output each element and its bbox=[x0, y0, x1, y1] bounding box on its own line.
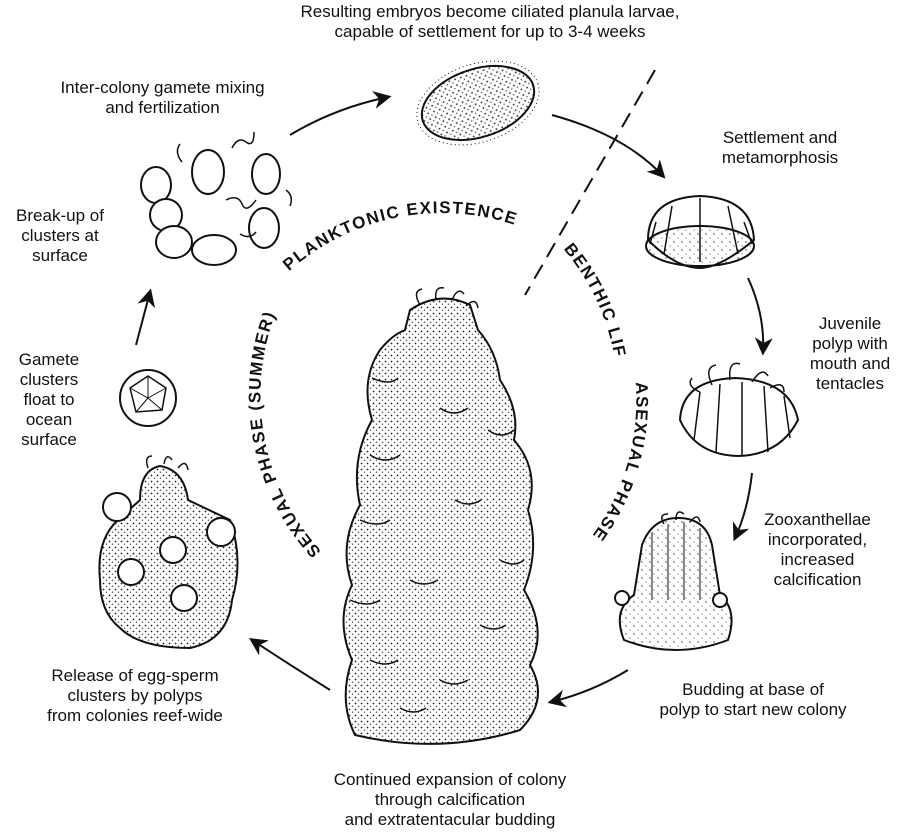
label-line: ocean bbox=[4, 410, 94, 430]
label-line: clusters bbox=[4, 370, 94, 390]
label-line: increased bbox=[735, 550, 900, 570]
ring-planktonic-existence: PLANKTONIC EXISTENCE bbox=[279, 198, 520, 274]
label-line: tentacles bbox=[795, 374, 904, 394]
label-line: Release of egg-sperm bbox=[5, 666, 265, 686]
gamete-cluster-illustration bbox=[120, 370, 176, 426]
label-line: polyp to start new colony bbox=[622, 700, 884, 720]
label-line: metamorphosis bbox=[680, 148, 880, 168]
label-line: Gamete bbox=[4, 350, 94, 370]
label-gamete-float: Gamete clusters float to ocean surface bbox=[4, 350, 94, 450]
label-line: Zooxanthellae bbox=[735, 510, 900, 530]
spawning-colony-illustration bbox=[99, 456, 237, 648]
settlement-disc-illustration bbox=[646, 196, 754, 268]
gamete-mixing-illustration bbox=[141, 132, 291, 265]
label-breakup: Break-up of clusters at surface bbox=[0, 206, 120, 266]
label-line: clusters at bbox=[0, 226, 120, 246]
label-line: capable of settlement for up to 3-4 week… bbox=[250, 22, 730, 42]
label-line: Inter-colony gamete mixing bbox=[20, 78, 305, 98]
planula-larva-illustration bbox=[406, 46, 550, 159]
arrow-budding-to-colony bbox=[551, 670, 628, 702]
ring-sexual-phase: SEXUAL PHASE (SUMMER) bbox=[245, 308, 324, 561]
label-juvenile-polyp: Juvenile polyp with mouth and tentacles bbox=[795, 314, 904, 394]
ring-benthic-life: BENTHIC LIFE bbox=[0, 0, 630, 359]
arrow-settlement-to-juvenile bbox=[748, 278, 763, 352]
label-line: Settlement and bbox=[680, 128, 880, 148]
ring-asexual-phase: ASEXUAL PHASE bbox=[588, 381, 651, 545]
arrow-float-to-breakup bbox=[136, 292, 150, 345]
label-line: and extratentacular budding bbox=[290, 810, 610, 830]
juvenile-polyp-illustration bbox=[680, 363, 798, 456]
label-line: from colonies reef-wide bbox=[5, 706, 265, 726]
arrow-planula-to-settlement bbox=[552, 115, 663, 176]
zooxanthellae-polyp-illustration bbox=[615, 512, 732, 650]
label-line: surface bbox=[0, 246, 120, 266]
label-planula-larvae: Resulting embryos become ciliated planul… bbox=[250, 2, 730, 42]
label-line: Budding at base of bbox=[622, 680, 884, 700]
label-line: Juvenile bbox=[795, 314, 904, 334]
label-line: mouth and bbox=[795, 354, 904, 374]
label-budding: Budding at base of polyp to start new co… bbox=[622, 680, 884, 720]
label-colony-expansion: Continued expansion of colony through ca… bbox=[290, 770, 610, 830]
label-zooxanthellae: Zooxanthellae incorporated, increased ca… bbox=[735, 510, 900, 590]
label-line: Break-up of bbox=[0, 206, 120, 226]
label-gamete-mixing: Inter-colony gamete mixing and fertiliza… bbox=[20, 78, 305, 118]
label-line: calcification bbox=[735, 570, 900, 590]
central-colony-illustration bbox=[344, 288, 539, 744]
label-line: Resulting embryos become ciliated planul… bbox=[250, 2, 730, 22]
label-line: and fertilization bbox=[20, 98, 305, 118]
label-line: through calcification bbox=[290, 790, 610, 810]
label-line: clusters by polyps bbox=[5, 686, 265, 706]
label-line: incorporated, bbox=[735, 530, 900, 550]
label-line: float to bbox=[4, 390, 94, 410]
label-release-gametes: Release of egg-sperm clusters by polyps … bbox=[5, 666, 265, 726]
label-line: Continued expansion of colony bbox=[290, 770, 610, 790]
label-settlement: Settlement and metamorphosis bbox=[680, 128, 880, 168]
label-line: surface bbox=[4, 430, 94, 450]
label-line: polyp with bbox=[795, 334, 904, 354]
